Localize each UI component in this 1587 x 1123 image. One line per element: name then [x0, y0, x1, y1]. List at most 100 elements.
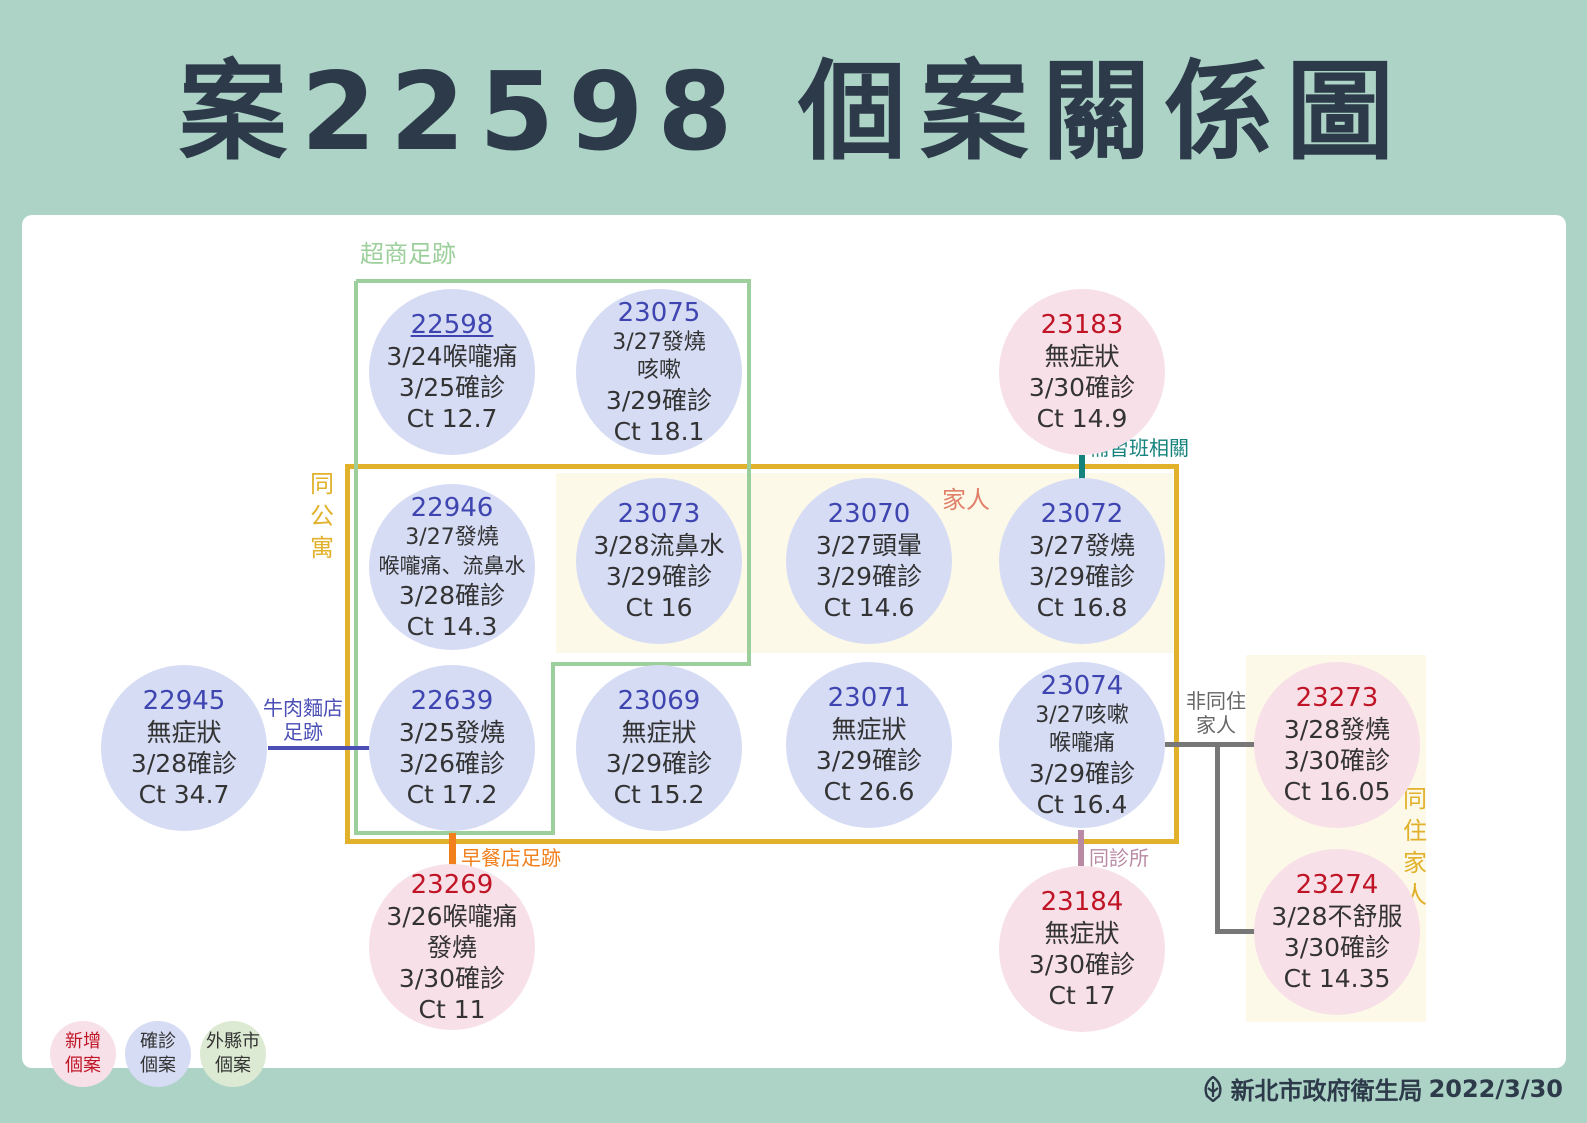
breakfast-label: 早餐店足跡	[461, 846, 561, 870]
case-detail: 3/29確診	[1028, 562, 1136, 591]
case-id: 23069	[617, 686, 701, 716]
breakfast-link	[449, 833, 456, 865]
case-detail: 無症狀	[146, 718, 222, 747]
case-node-23069: 23069 無症狀 3/29確診 Ct 15.2	[576, 665, 742, 831]
case-detail: Ct 11	[418, 994, 486, 1024]
case-detail: 3/30確診	[398, 963, 506, 993]
case-id: 22598	[410, 310, 494, 340]
case-detail: 3/29確診	[605, 385, 713, 415]
case-detail: 無症狀	[621, 718, 697, 747]
case-detail: 3/29確診	[1028, 758, 1136, 788]
case-id: 23074	[1040, 670, 1124, 701]
case-detail: 3/30確診	[1283, 746, 1391, 775]
case-node-23070: 23070 3/27頭暈 3/29確診 Ct 14.6	[786, 478, 952, 644]
beef-noodle-label-2: 足跡	[283, 720, 323, 744]
case-id: 22639	[410, 686, 494, 716]
case-detail: Ct 16.4	[1036, 789, 1128, 819]
case-detail: Ct 17	[1048, 981, 1116, 1010]
case-detail: Ct 12.7	[406, 404, 498, 433]
case-detail: Ct 16	[625, 593, 693, 622]
case-id: 23075	[617, 297, 701, 328]
case-detail: 3/30確診	[1283, 933, 1391, 962]
case-detail: 3/27頭暈	[815, 531, 923, 560]
case-detail: 3/26確診	[398, 749, 506, 778]
non-cohabit-link-down	[1215, 742, 1220, 934]
case-detail: Ct 14.6	[823, 593, 915, 622]
legend-text: 個案	[215, 1055, 251, 1076]
case-node-23269: 23269 3/26喉嚨痛 發燒 3/30確診 Ct 11	[369, 864, 535, 1030]
case-detail: 3/24喉嚨痛	[386, 342, 518, 371]
case-detail: 3/25發燒	[398, 718, 506, 747]
case-detail: 3/25確診	[398, 373, 506, 402]
case-node-22639: 22639 3/25發燒 3/26確診 Ct 17.2	[369, 665, 535, 831]
case-node-23072: 23072 3/27發燒 3/29確診 Ct 16.8	[999, 478, 1165, 644]
family-group-label: 家人	[942, 486, 990, 514]
case-detail: Ct 34.7	[138, 780, 230, 809]
case-detail: Ct 26.6	[823, 777, 915, 806]
non-cohabit-label: 非同住 家人	[1178, 689, 1254, 737]
case-detail: 3/30確診	[1028, 950, 1136, 979]
legend-confirmed-case: 確診 個案	[125, 1021, 191, 1087]
case-detail: 3/29確診	[815, 746, 923, 775]
case-detail: 3/27發燒	[405, 524, 499, 550]
case-node-23274: 23274 3/28不舒服 3/30確診 Ct 14.35	[1254, 849, 1420, 1015]
case-node-23184: 23184 無症狀 3/30確診 Ct 17	[999, 866, 1165, 1032]
agency-name: 新北市政府衛生局	[1230, 1077, 1423, 1105]
case-id: 23070	[827, 499, 911, 529]
case-id: 23072	[1040, 499, 1124, 529]
case-detail: 3/27發燒	[1028, 531, 1136, 560]
case-detail: Ct 16.05	[1283, 777, 1391, 806]
beef-noodle-label: 牛肉麵店 足跡	[260, 696, 346, 744]
case-node-23273: 23273 3/28發燒 3/30確診 Ct 16.05	[1254, 662, 1420, 828]
case-detail: 咳嗽	[636, 357, 681, 383]
page-title: 案22598 個案關係圖	[178, 50, 1409, 175]
case-id: 22946	[410, 492, 494, 523]
cohabit-group-label: 同住家人	[1403, 785, 1427, 909]
legend-text: 確診	[140, 1031, 176, 1052]
case-detail: 3/28確診	[130, 749, 238, 778]
case-detail: 3/27發燒	[612, 329, 706, 355]
same-clinic-label: 同診所	[1089, 846, 1149, 870]
case-id: 23273	[1295, 683, 1379, 713]
case-detail: 無症狀	[1044, 919, 1120, 948]
non-cohabit-link	[1165, 742, 1255, 747]
case-detail: 無症狀	[831, 715, 907, 744]
case-detail: Ct 14.9	[1036, 404, 1128, 433]
beef-noodle-label-1: 牛肉麵店	[263, 696, 343, 720]
case-id: 23269	[410, 869, 494, 900]
same-clinic-link	[1078, 830, 1084, 866]
case-detail: 3/28發燒	[1283, 715, 1391, 744]
non-cohabit-label-2: 家人	[1196, 713, 1236, 737]
case-detail: 發燒	[426, 932, 477, 962]
case-node-23073: 23073 3/28流鼻水 3/29確診 Ct 16	[576, 478, 742, 644]
footer: 新北市政府衛生局 2022/3/30	[1201, 1071, 1563, 1106]
case-detail: 3/29確診	[605, 562, 713, 591]
case-detail: 3/29確診	[815, 562, 923, 591]
case-node-22946: 22946 3/27發燒 喉嚨痛、流鼻水 3/28確診 Ct 14.3	[369, 484, 535, 650]
case-id: 23073	[617, 499, 701, 529]
case-id: 23274	[1295, 870, 1379, 900]
case-detail: 3/30確診	[1028, 373, 1136, 402]
case-detail: 3/28不舒服	[1271, 902, 1403, 931]
case-id: 22945	[142, 686, 226, 716]
case-detail: 3/27咳嗽	[1035, 702, 1129, 728]
store-group-label: 超商足跡	[360, 240, 456, 268]
case-node-23074: 23074 3/27咳嗽 喉嚨痛 3/29確診 Ct 16.4	[999, 662, 1165, 828]
case-node-22945: 22945 無症狀 3/28確診 Ct 34.7	[101, 665, 267, 831]
legend-text: 外縣市	[206, 1031, 260, 1052]
case-detail: 無症狀	[1044, 342, 1120, 371]
case-detail: Ct 18.1	[613, 416, 705, 446]
legend-text: 個案	[65, 1055, 101, 1076]
cram-school-link	[1079, 455, 1085, 479]
agency-logo-icon	[1204, 1075, 1222, 1102]
legend-new-case: 新增 個案	[50, 1021, 116, 1087]
case-node-23071: 23071 無症狀 3/29確診 Ct 26.6	[786, 662, 952, 828]
case-detail: Ct 16.8	[1036, 593, 1128, 622]
case-detail: Ct 15.2	[613, 780, 705, 809]
case-id: 23071	[827, 683, 911, 713]
case-node-22598: 22598 3/24喉嚨痛 3/25確診 Ct 12.7	[369, 289, 535, 455]
legend-other-county-case: 外縣市 個案	[200, 1021, 266, 1087]
case-detail: 喉嚨痛	[1048, 730, 1115, 756]
case-node-23183: 23183 無症狀 3/30確診 Ct 14.9	[999, 289, 1165, 455]
